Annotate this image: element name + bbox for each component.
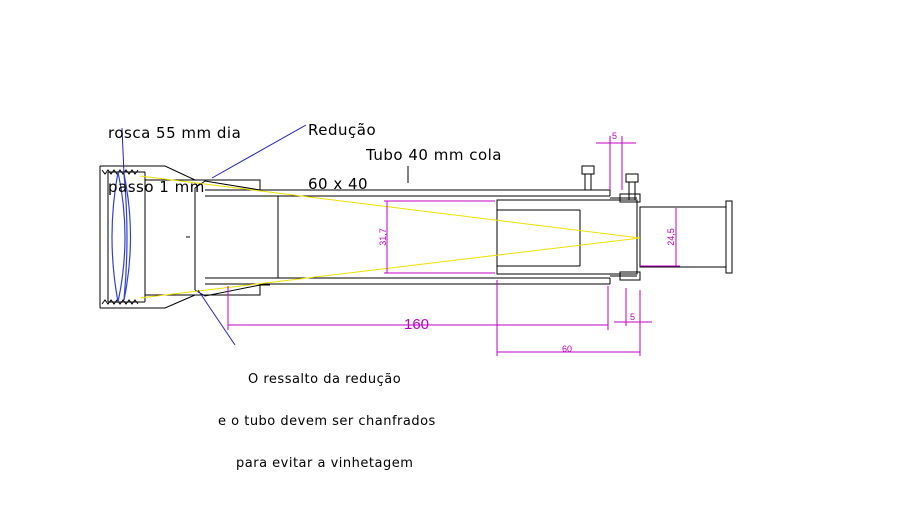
main-tube bbox=[205, 189, 611, 285]
leader-lines bbox=[121, 124, 307, 346]
light-cone bbox=[139, 175, 641, 299]
set-screw-2 bbox=[625, 173, 639, 200]
dimension-5-top: 5 bbox=[612, 131, 618, 141]
chamfer-note-line2: e o tubo devem ser chanfrados bbox=[218, 414, 436, 429]
thread-label: rosca 55 mm dia passo 1 mm bbox=[108, 88, 241, 214]
drawtube bbox=[496, 193, 641, 281]
dimension-lines bbox=[227, 136, 680, 356]
thread-label-line1: rosca 55 mm dia bbox=[108, 124, 242, 142]
reduction-label-line2: 60 x 40 bbox=[308, 175, 369, 193]
dimension-60: 60 bbox=[562, 344, 573, 354]
reduction-label: Redução 60 x 40 bbox=[308, 85, 376, 211]
chamfer-note-line3: para evitar a vinhetagem bbox=[236, 456, 414, 471]
dimension-160: 160 bbox=[404, 316, 430, 333]
thread-label-line2: passo 1 mm bbox=[108, 178, 205, 196]
dimension-5-bottom: 5 bbox=[630, 312, 636, 322]
tube-label: Tubo 40 mm cola bbox=[366, 146, 502, 164]
reduction-label-line1: Redução bbox=[308, 121, 377, 139]
chamfer-note-line1: O ressalto da redução bbox=[248, 372, 402, 387]
eyepiece bbox=[639, 200, 733, 274]
objective-cell bbox=[99, 165, 261, 309]
thread-teeth bbox=[101, 169, 139, 305]
set-screw-1 bbox=[581, 165, 595, 190]
dimension-31-7: 31,7 bbox=[377, 228, 388, 246]
dimension-24-5: 24,5 bbox=[665, 228, 676, 246]
chamfer-note: O ressalto da redução e o tubo devem ser… bbox=[218, 345, 436, 485]
objective-lens bbox=[111, 171, 132, 303]
